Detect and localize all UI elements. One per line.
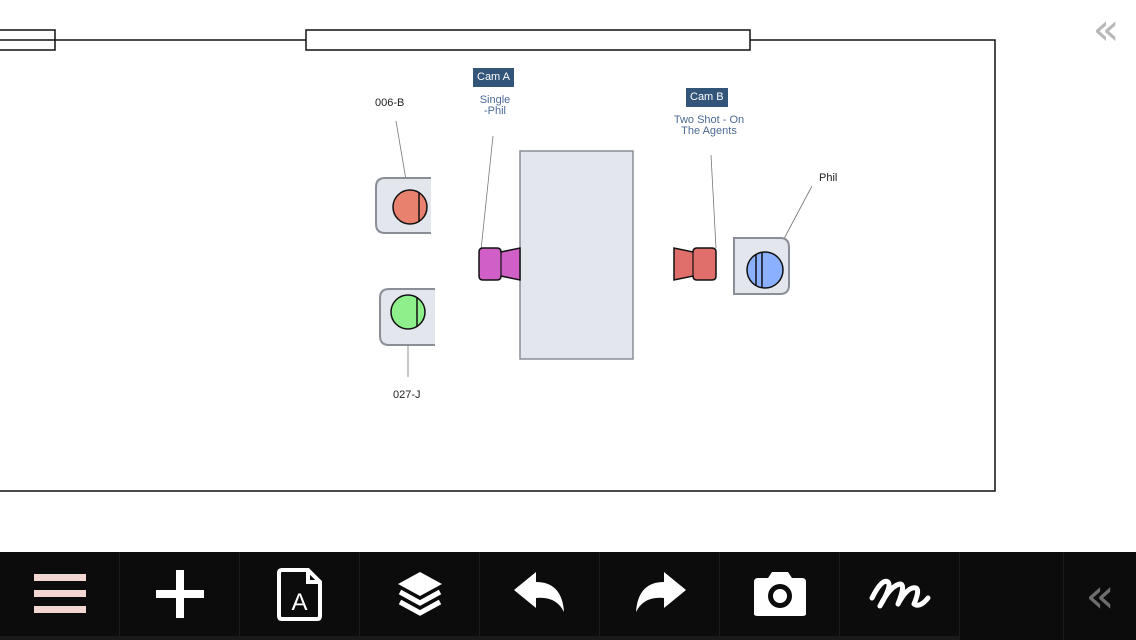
bottom-toolbar: A « xyxy=(0,552,1136,640)
camera-description-cam-a: Single -Phil xyxy=(440,95,550,117)
menu-button[interactable] xyxy=(0,552,120,640)
add-text-button[interactable]: A xyxy=(240,552,360,640)
camera-description-cam-b: Two Shot - On The Agents xyxy=(654,115,764,137)
table-shape xyxy=(519,150,634,360)
redo-icon xyxy=(635,572,686,612)
floorplan-drawing[interactable] xyxy=(0,0,1000,500)
person-label-006-B[interactable]: 006-B xyxy=(375,97,405,109)
menu-icon xyxy=(33,574,86,613)
layers-button[interactable] xyxy=(360,552,480,640)
draw-icon xyxy=(869,578,930,609)
camera-snapshot-button[interactable] xyxy=(720,552,840,640)
room-wall xyxy=(0,29,996,492)
double-chevron-left-icon[interactable]: « xyxy=(1092,4,1120,55)
text-document-icon: A xyxy=(276,568,322,621)
person-marker-027-J xyxy=(390,294,426,330)
leader-line xyxy=(710,154,717,249)
person-marker-Phil xyxy=(746,251,784,289)
toolbar-spacer xyxy=(960,552,1063,640)
camera-description-line: -Phil xyxy=(483,105,506,117)
person-marker-006-B xyxy=(392,189,428,225)
undo-button[interactable] xyxy=(480,552,600,640)
layers-icon xyxy=(397,572,442,616)
camera-badge-cam-a[interactable]: Cam A xyxy=(473,68,515,87)
camera-marker-cam-a xyxy=(478,247,521,281)
floorplan-canvas[interactable]: 006-B 027-J Phil Cam A Single -Phil Cam … xyxy=(0,0,1136,552)
add-icon xyxy=(155,570,204,618)
redo-button[interactable] xyxy=(600,552,720,640)
camera-icon xyxy=(753,572,806,616)
camera-description-line: The Agents xyxy=(681,125,737,137)
person-label-Phil[interactable]: Phil xyxy=(819,172,838,184)
undo-icon xyxy=(513,572,564,612)
camera-marker-cam-b xyxy=(673,247,717,281)
add-button[interactable] xyxy=(120,552,240,640)
double-chevron-left-icon[interactable]: « xyxy=(1063,552,1136,640)
camera-description-line: Two Shot - On xyxy=(673,114,745,126)
leader-line xyxy=(395,120,407,181)
person-label-027-J[interactable]: 027-J xyxy=(393,389,421,401)
leader-line xyxy=(480,135,494,251)
draw-button[interactable] xyxy=(840,552,960,640)
camera-badge-cam-b[interactable]: Cam B xyxy=(686,88,728,107)
text-glyph: A xyxy=(291,589,307,616)
window-top xyxy=(305,29,751,51)
camera-description-line: Single xyxy=(479,94,511,106)
